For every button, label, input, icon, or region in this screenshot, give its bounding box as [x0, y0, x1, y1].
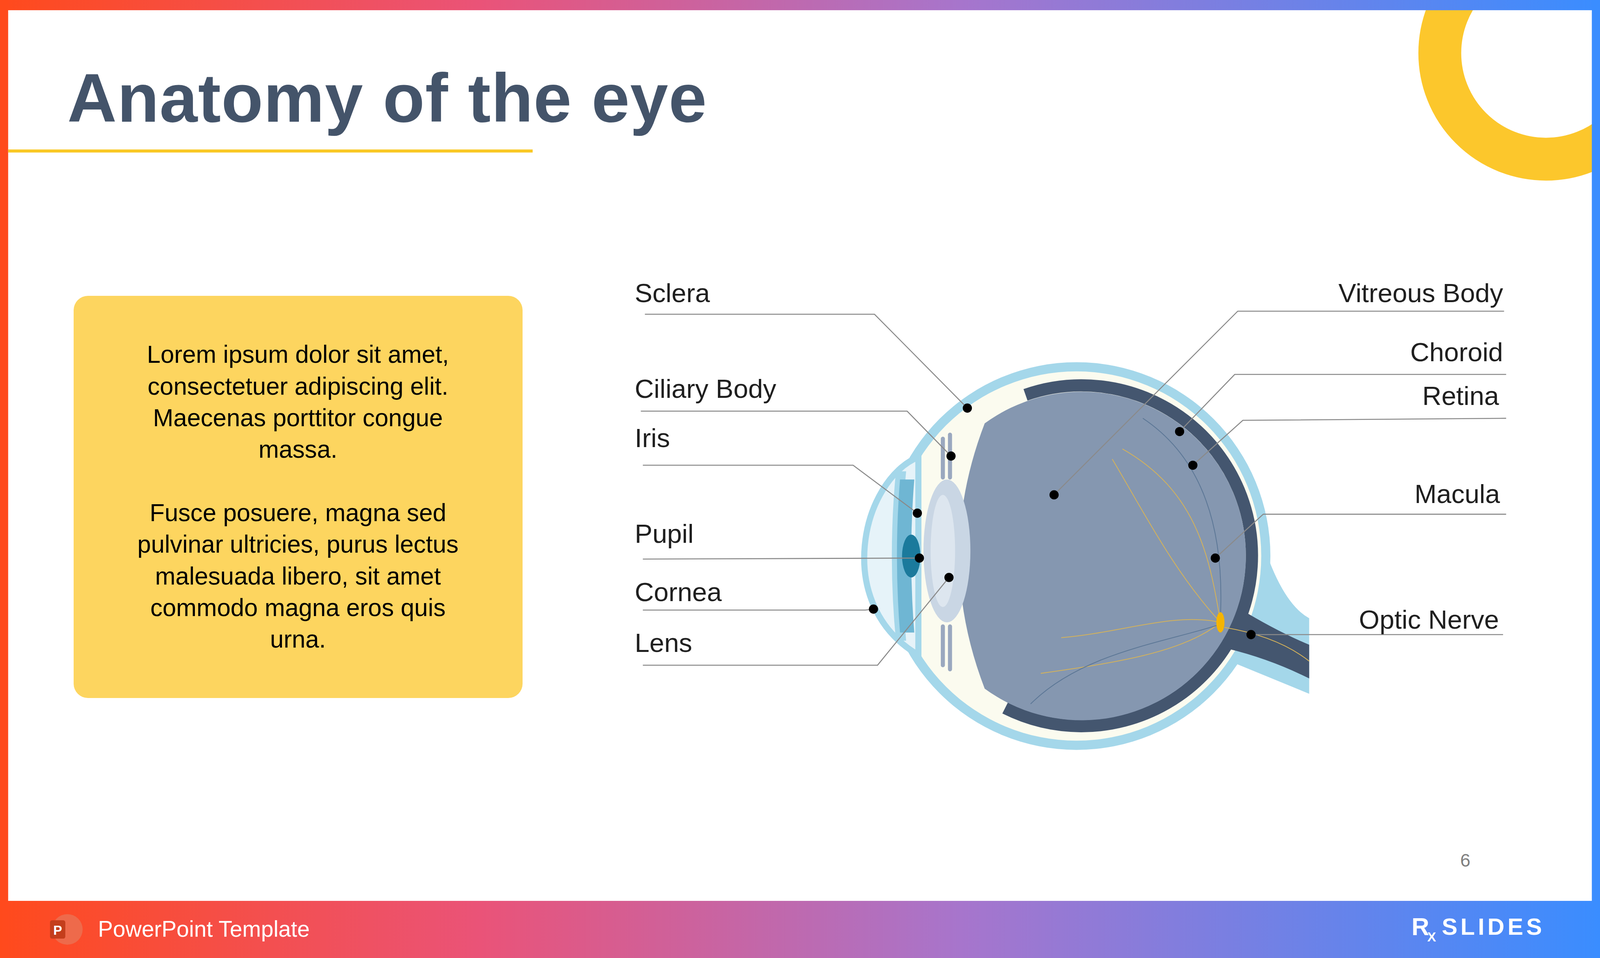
- left-bar: [0, 0, 9, 958]
- bottom-bar: [0, 900, 1600, 958]
- decor-ring: [1439, 0, 1600, 160]
- logo-letter: R: [1411, 914, 1430, 939]
- panel-paragraph: Lorem ipsum dolor sit amet, consectetuer…: [120, 338, 476, 466]
- blood-vessels-blue: [1030, 418, 1221, 704]
- optic-nerve-shape: [1228, 608, 1310, 679]
- part-label: Vitreous Body: [1338, 279, 1504, 306]
- text-panel: Lorem ipsum dolor sit amet, consectetuer…: [73, 295, 523, 698]
- app-icon-letter: P: [53, 923, 62, 937]
- part-label: Ciliary Body: [634, 375, 777, 403]
- footer-text: PowerPoint Template: [98, 917, 310, 940]
- leader-dots: [868, 403, 1256, 639]
- vitreous-body: [959, 391, 1246, 721]
- logo-word: SLIDES: [1441, 914, 1545, 939]
- lens-highlight: [930, 494, 955, 607]
- part-label: Optic Nerve: [1358, 606, 1500, 633]
- part-label: Macula: [1414, 480, 1500, 507]
- sclera-layer: [882, 361, 1271, 750]
- right-bar: [1591, 0, 1600, 958]
- part-label: Pupil: [634, 520, 694, 547]
- part-label: Cornea: [634, 578, 722, 605]
- slide-title: Anatomy of the eye: [67, 64, 708, 133]
- part-label: Sclera: [634, 279, 711, 306]
- ppt-icon: [51, 914, 83, 945]
- blood-vessels: [1040, 448, 1309, 674]
- logo-letter: X: [1427, 930, 1436, 944]
- panel-paragraph: Fusce posuere, magna sed pulvinar ultric…: [120, 496, 476, 656]
- title-underline: [8, 149, 533, 153]
- inner-layer: [891, 371, 1262, 741]
- part-label: Iris: [634, 424, 671, 451]
- part-label: Retina: [1422, 382, 1500, 410]
- top-bar: [0, 0, 1600, 11]
- leader-lines: [640, 311, 1506, 666]
- optic-disc: [1216, 611, 1225, 633]
- ppt-icon-tile: [50, 919, 66, 939]
- part-label: Choroid: [1410, 338, 1504, 366]
- part-label: Lens: [634, 629, 693, 657]
- page-number: 6: [1460, 850, 1471, 870]
